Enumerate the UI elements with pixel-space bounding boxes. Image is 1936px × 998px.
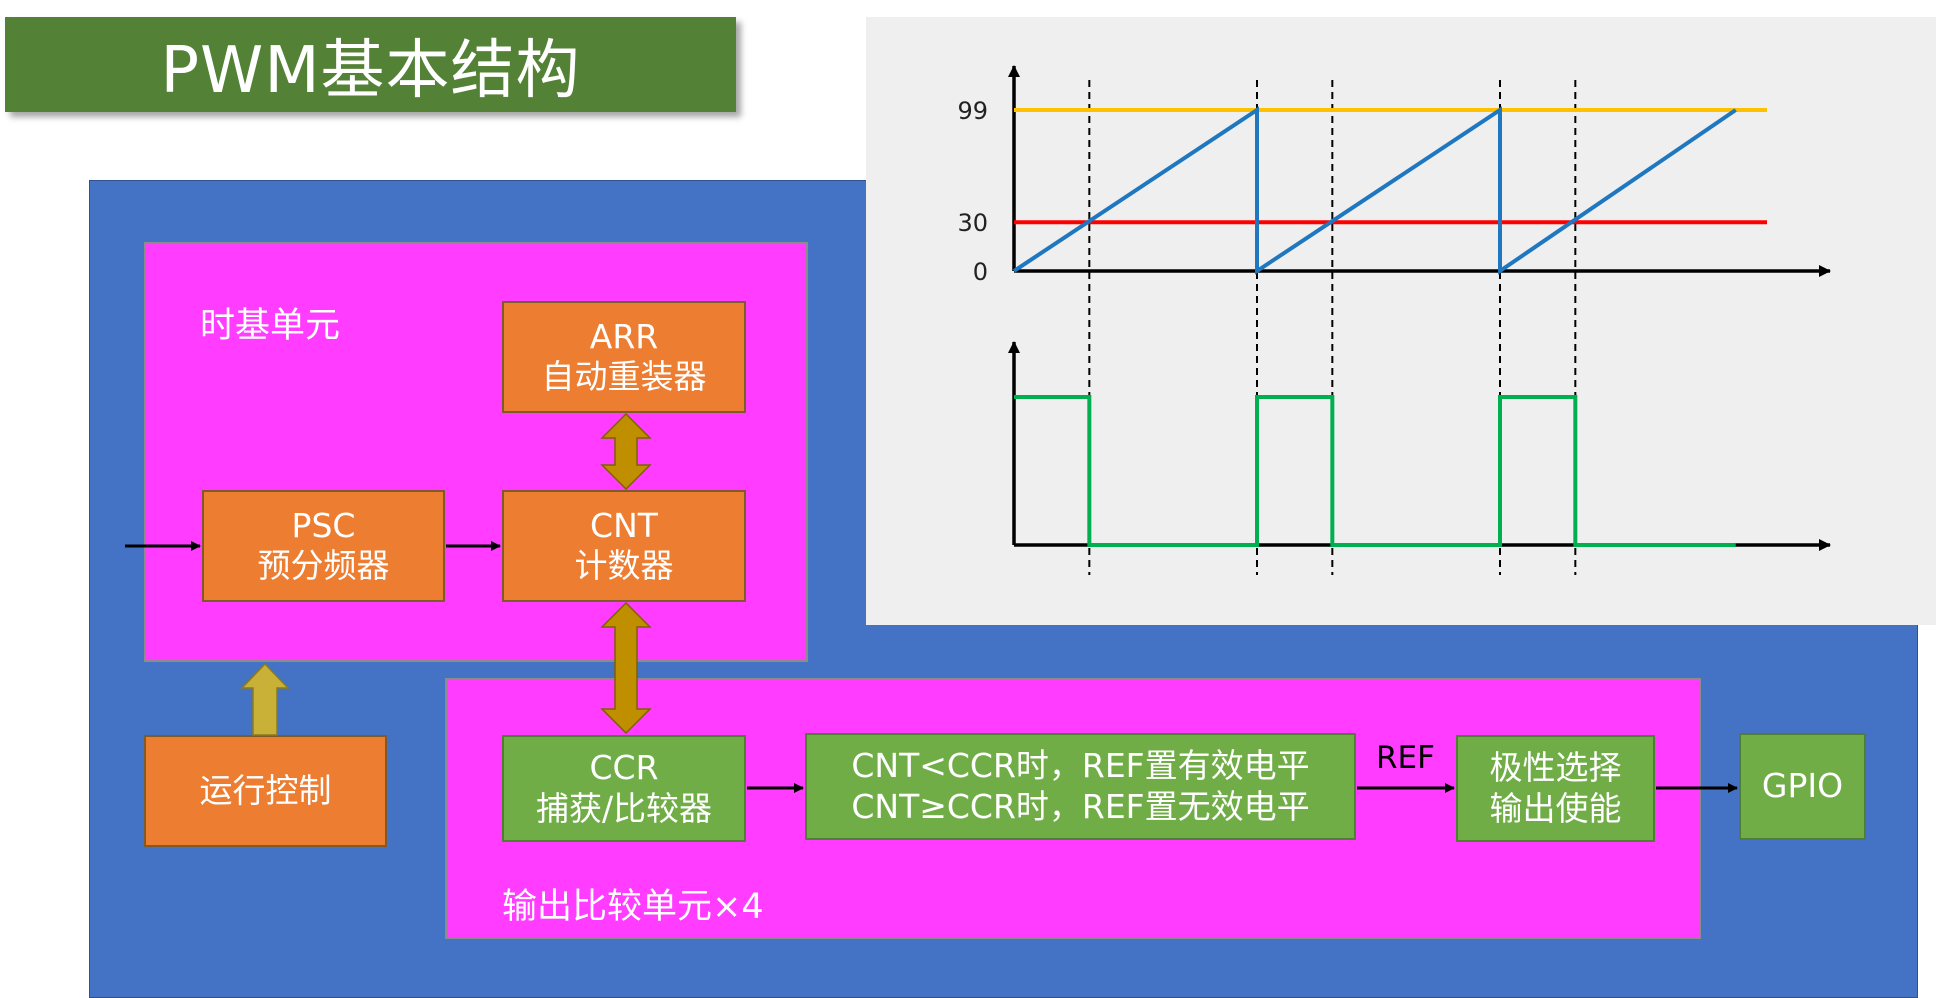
ccr-block: CCR 捕获/比较器 <box>502 735 746 842</box>
arr-cnt-double-arrow <box>600 412 652 491</box>
polarity-block: 极性选择 输出使能 <box>1456 735 1655 842</box>
arr-block-title: ARR <box>589 316 659 356</box>
y-tick-label: 30 <box>957 209 988 237</box>
output-compare-unit-label: 输出比较单元×4 <box>502 887 764 927</box>
counter-sawtooth-line <box>1012 106 1737 275</box>
compare-rule-line1: CNT<CCR时，REF置有效电平 <box>851 746 1310 786</box>
ref-label: REF <box>1376 740 1435 776</box>
psc-block-subtitle: 预分频器 <box>257 546 390 585</box>
waveform-panel <box>866 17 1936 625</box>
y-tick-label: 99 <box>957 97 988 125</box>
compare-rule-block: CNT<CCR时，REF置有效电平 CNT≥CCR时，REF置无效电平 <box>805 733 1356 840</box>
cnt-block-title: CNT <box>590 505 658 545</box>
psc-block: PSC 预分频器 <box>202 490 445 602</box>
compare-rule-line2: CNT≥CCR时，REF置无效电平 <box>851 786 1310 826</box>
pwm-output-line <box>1014 395 1736 547</box>
arr-block-subtitle: 自动重装器 <box>541 357 707 396</box>
time-base-unit-label: 时基单元 <box>200 306 341 346</box>
cnt-block-subtitle: 计数器 <box>574 546 674 585</box>
run-control-block: 运行控制 <box>144 735 387 847</box>
ccr-block-title: CCR <box>589 748 659 788</box>
run-control-up-arrow <box>240 662 290 736</box>
ccr-block-subtitle: 捕获/比较器 <box>535 788 713 828</box>
y-tick-label: 0 <box>973 258 988 286</box>
page-title: PWM基本结构 <box>5 17 736 112</box>
polarity-line2: 输出使能 <box>1489 788 1622 828</box>
psc-block-title: PSC <box>291 505 356 545</box>
polarity-line1: 极性选择 <box>1489 748 1622 788</box>
arr-block: ARR 自动重装器 <box>502 301 746 413</box>
gpio-label: GPIO <box>1761 766 1844 806</box>
gpio-block: GPIO <box>1739 733 1866 840</box>
run-control-label: 运行控制 <box>199 770 332 810</box>
cnt-block: CNT 计数器 <box>502 490 746 602</box>
cnt-ccr-double-arrow <box>600 601 652 735</box>
